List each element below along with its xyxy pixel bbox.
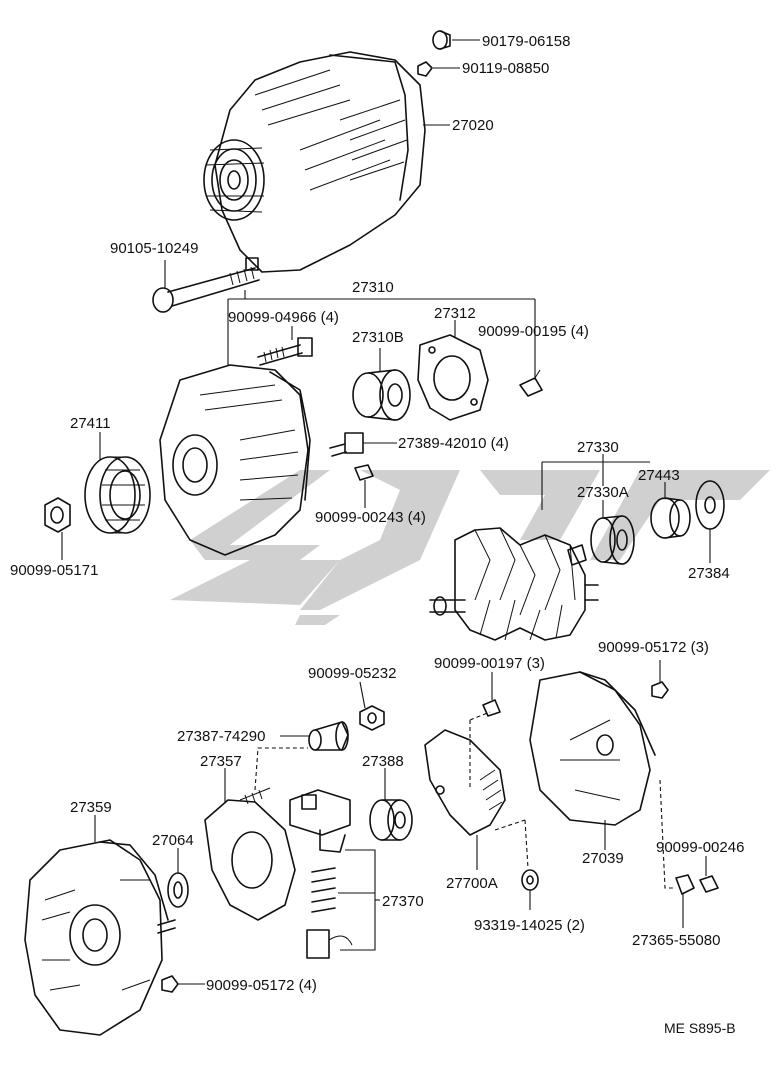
label-93319-14025: 93319-14025 (2) [474,917,585,934]
through-bolt-90105-10249 [152,266,260,313]
label-27039: 27039 [582,850,624,867]
rear-frame-27359 [24,839,176,1036]
label-27064: 27064 [152,832,194,849]
label-27330: 27330 [577,439,619,456]
nut-90099-05172-3 [651,681,669,699]
brush-holder-27700A [424,729,506,836]
label-27310B: 27310B [352,329,404,346]
label-90119-08850: 90119-08850 [462,60,549,77]
washer-93319-14025 [521,869,539,891]
rectifier-27357 [204,787,296,921]
rotor-27330 [429,527,599,641]
bearing-27388 [369,799,413,841]
label-27357: 27357 [200,753,242,770]
screw-90099-00243 [354,464,374,481]
drive-end-frame-27310 [159,364,311,556]
label-27700A: 27700A [446,875,498,892]
insulator-27387-74290 [308,721,349,751]
diagram-code: ME S895-B [664,1020,736,1036]
label-27389-42010: 27389-42010 (4) [398,435,509,452]
label-90179-06158: 90179-06158 [482,33,570,50]
stud-90099-04966 [257,337,313,366]
label-27443: 27443 [638,467,680,484]
nut-90099-05172-4 [161,975,179,993]
screw-90099-00197 [482,699,501,717]
label-90099-05171: 90099-05171 [10,562,98,579]
label-90105-10249: 90105-10249 [110,240,198,257]
pulley-27411 [84,456,151,534]
screw-90099-00195 [519,369,543,397]
label-27310: 27310 [352,279,394,296]
rear-end-cover-27039 [529,671,656,826]
terminal-27365-55080 [675,874,719,895]
label-27330A: 27330A [577,484,629,501]
label-90099-00195: 90099-00195 (4) [478,323,589,340]
label-27365-55080: 27365-55080 [632,932,720,949]
insulator-27389-42010 [329,432,364,457]
washer-27064 [167,872,189,908]
label-27312: 27312 [434,305,476,322]
label-27370: 27370 [382,893,424,910]
label-90099-00243: 90099-00243 (4) [315,509,426,526]
label-90099-05172-3: 90099-05172 (3) [598,639,709,656]
brush-set-27370 [289,789,353,959]
label-90099-00246: 90099-00246 [656,839,744,856]
pulley-nut-90099-05171 [44,497,71,533]
watermark-logo [170,470,770,625]
alternator-assembly-27020 [203,51,426,273]
bearing-27310B [352,369,411,421]
label-90099-04966: 90099-04966 (4) [228,309,339,326]
label-27387-74290: 27387-74290 [177,728,265,745]
label-90099-05172-4: 90099-05172 (4) [206,977,317,994]
nut-90119-08850 [417,61,433,77]
label-27359: 27359 [70,799,112,816]
retainer-27312 [417,334,489,421]
bolt-cap-90179-06158 [432,30,451,50]
label-90099-00197: 90099-00197 (3) [434,655,545,672]
label-27388: 27388 [362,753,404,770]
cap-90099-05232 [359,705,385,731]
label-27411: 27411 [70,415,111,432]
label-27020: 27020 [452,117,494,134]
label-90099-05232: 90099-05232 [308,665,396,682]
label-27384: 27384 [688,565,730,582]
